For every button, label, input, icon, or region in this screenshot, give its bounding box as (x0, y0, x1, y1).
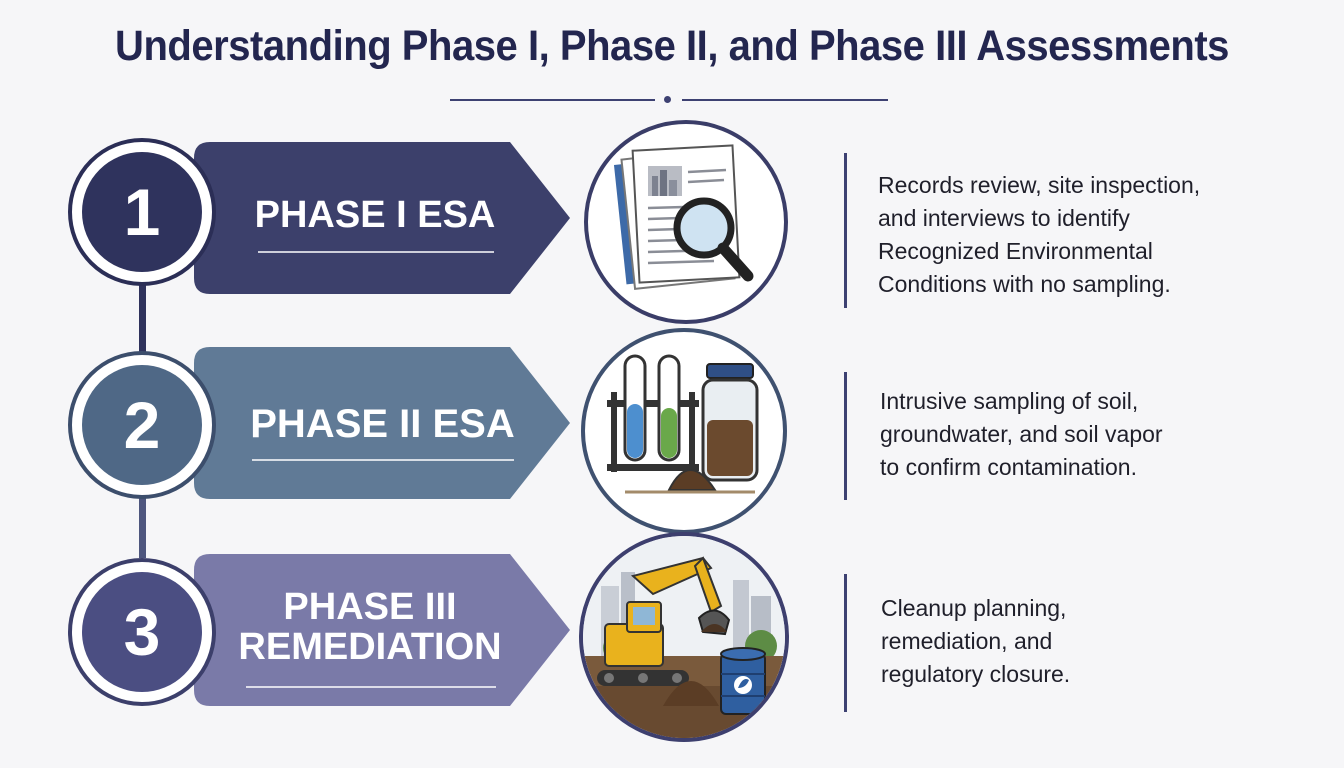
phase-1-description-line: Conditions with no sampling. (878, 271, 1171, 297)
phase-3-row: 3 PHASE III REMEDIATION (0, 532, 1344, 757)
phase-3-description-line: Cleanup planning, (881, 595, 1067, 621)
phase-2-description-line: to confirm contamination. (880, 454, 1137, 480)
phase-2-illustration (581, 328, 787, 534)
phase-2-number: 2 (82, 365, 202, 485)
phase-1-label: PHASE I ESA (254, 194, 496, 236)
phase-3-description: Cleanup planning, remediation, and regul… (881, 592, 1070, 691)
phase-3-label: PHASE III REMEDIATION (225, 586, 515, 668)
phase-2-description: Intrusive sampling of soil, groundwater,… (880, 385, 1163, 484)
phase-1-description-line: and interviews to identify (878, 205, 1130, 231)
phase-1-row: 1 PHASE I ESA R (0, 120, 1344, 343)
test-tubes-soil-jar-icon (607, 354, 759, 494)
phase-2-description-line: groundwater, and soil vapor (880, 421, 1163, 447)
connector-2-3 (139, 492, 146, 558)
phase-3-description-line: regulatory closure. (881, 661, 1071, 687)
title-divider-dot (664, 96, 671, 103)
phase-2-arrow (194, 347, 570, 499)
phase-1-description-line: Records review, site inspection, (878, 172, 1201, 198)
phase-2-row: 2 PHASE II ESA Intrusive sampling of soi… (0, 328, 1344, 550)
phase-1-description-bar (844, 153, 847, 308)
phase-3-label-line: REMEDIATION (238, 625, 502, 668)
phase-1-description: Records review, site inspection, and int… (878, 169, 1200, 301)
phase-1-arrow (194, 142, 570, 294)
phase-3-illustration (579, 532, 789, 742)
excavator-remediation-icon (583, 536, 785, 738)
phase-2-label: PHASE II ESA (250, 402, 515, 446)
connector-1-2 (139, 285, 146, 357)
phase-3-label-line: PHASE III (283, 586, 457, 628)
phase-1-illustration (584, 120, 788, 324)
phase-3-label-underline (246, 686, 496, 688)
phase-2-description-line: Intrusive sampling of soil, (880, 388, 1139, 414)
phase-1-number: 1 (82, 152, 202, 272)
title-divider-left (450, 99, 655, 101)
phase-1-number-badge: 1 (68, 138, 216, 286)
document-magnifier-icon (613, 144, 754, 290)
phase-2-number-badge: 2 (68, 351, 216, 499)
phase-3-number-badge: 3 (68, 558, 216, 706)
phase-1-label-underline (258, 251, 494, 253)
phase-2-label-underline (252, 459, 514, 461)
phase-1-description-line: Recognized Environmental (878, 238, 1153, 264)
title-divider-right (682, 99, 888, 101)
phase-3-description-bar (844, 574, 847, 712)
phase-2-description-bar (844, 372, 847, 500)
phase-3-description-line: remediation, and (881, 628, 1053, 654)
page-title: Understanding Phase I, Phase II, and Pha… (115, 22, 1229, 70)
phase-3-arrow (194, 554, 570, 706)
phase-3-number: 3 (82, 572, 202, 692)
